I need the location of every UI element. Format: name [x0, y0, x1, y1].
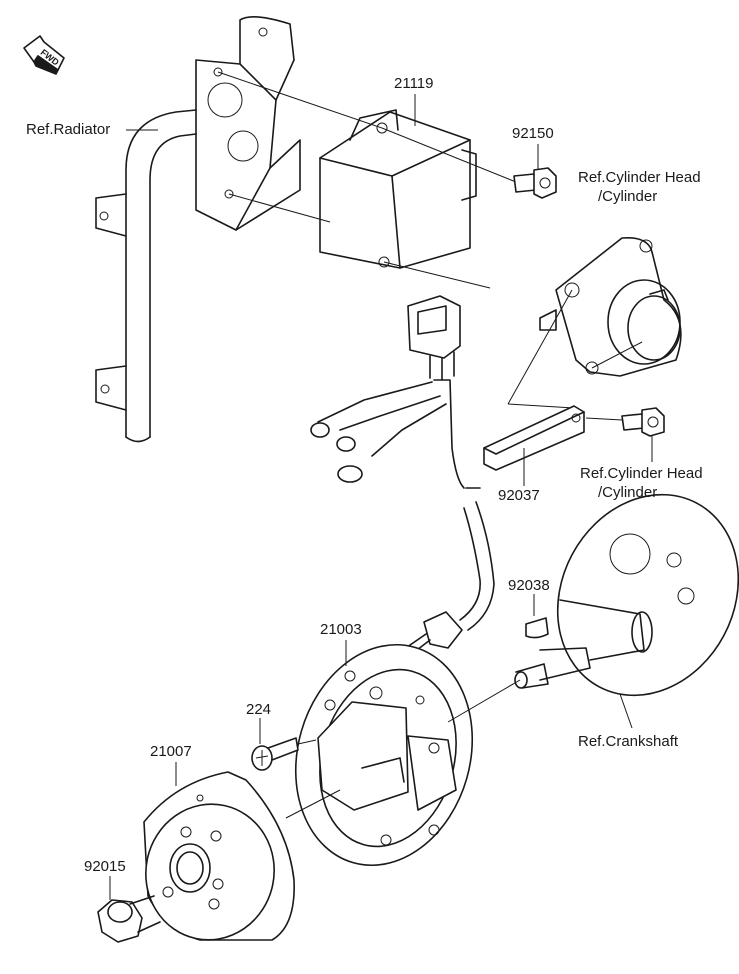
label-21119: 21119 — [394, 75, 434, 92]
stator-21003 — [294, 643, 474, 867]
pickup-plate-92037 — [483, 405, 585, 471]
cylinder-head-flange — [539, 236, 682, 377]
label-21003: 21003 — [320, 621, 362, 638]
bolt-92150 — [513, 167, 557, 199]
flywheel-21007 — [143, 771, 295, 941]
label-ref-cylinder-head-mid-1: Ref.Cylinder Head — [580, 465, 703, 482]
cdi-unit-21119 — [319, 109, 477, 269]
label-ref-radiator: Ref.Radiator — [26, 121, 110, 138]
label-ref-cylinder-head-top-1: Ref.Cylinder Head — [578, 169, 701, 186]
label-92150: 92150 — [512, 125, 554, 142]
label-21007: 21007 — [150, 743, 192, 760]
woodruff-key-92038 — [525, 617, 549, 639]
label-92015: 92015 — [84, 858, 126, 875]
bolt-cylinder-head — [621, 407, 665, 437]
label-ref-cylinder-head-top-2: /Cylinder — [598, 188, 657, 205]
label-92038: 92038 — [508, 577, 550, 594]
radiator-bracket — [95, 16, 301, 443]
screw-224 — [251, 737, 299, 771]
wiring-harness — [310, 295, 495, 661]
label-ref-cylinder-head-mid-2: /Cylinder — [598, 484, 657, 501]
fwd-arrow-icon: FWD — [23, 35, 65, 75]
nut-92015 — [97, 895, 161, 943]
label-224: 224 — [246, 701, 271, 718]
crankshaft — [514, 493, 739, 697]
label-92037: 92037 — [498, 487, 540, 504]
label-ref-crankshaft: Ref.Crankshaft — [578, 733, 679, 750]
